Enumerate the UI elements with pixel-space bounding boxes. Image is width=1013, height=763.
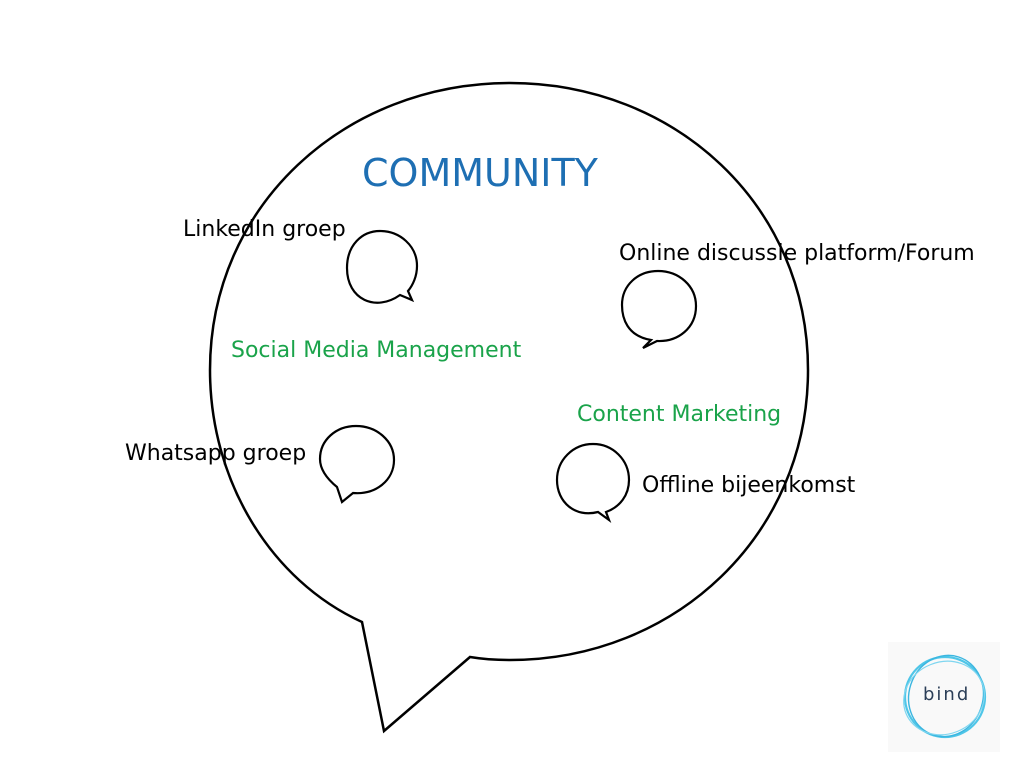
item-label-offline: Offline bijeenkomst xyxy=(642,473,856,498)
logo-text: bind xyxy=(923,684,971,705)
forum-bubble-icon xyxy=(620,269,698,349)
logo-area xyxy=(888,642,1000,752)
diagram-title: COMMUNITY xyxy=(362,151,598,195)
whatsapp-bubble-icon xyxy=(318,424,396,504)
logo-ring-icon xyxy=(903,654,987,739)
linkedin-bubble-icon xyxy=(345,229,419,304)
item-label-whatsapp: Whatsapp groep xyxy=(125,441,307,466)
offline-bubble-icon xyxy=(555,442,631,524)
theme-label-content-marketing: Content Marketing xyxy=(577,402,782,427)
theme-label-social-media: Social Media Management xyxy=(231,338,522,363)
main-speech-bubble xyxy=(208,81,810,734)
item-label-linkedin: LinkedIn groep xyxy=(183,217,346,242)
item-label-forum: Online discussie platform/Forum xyxy=(619,241,975,266)
